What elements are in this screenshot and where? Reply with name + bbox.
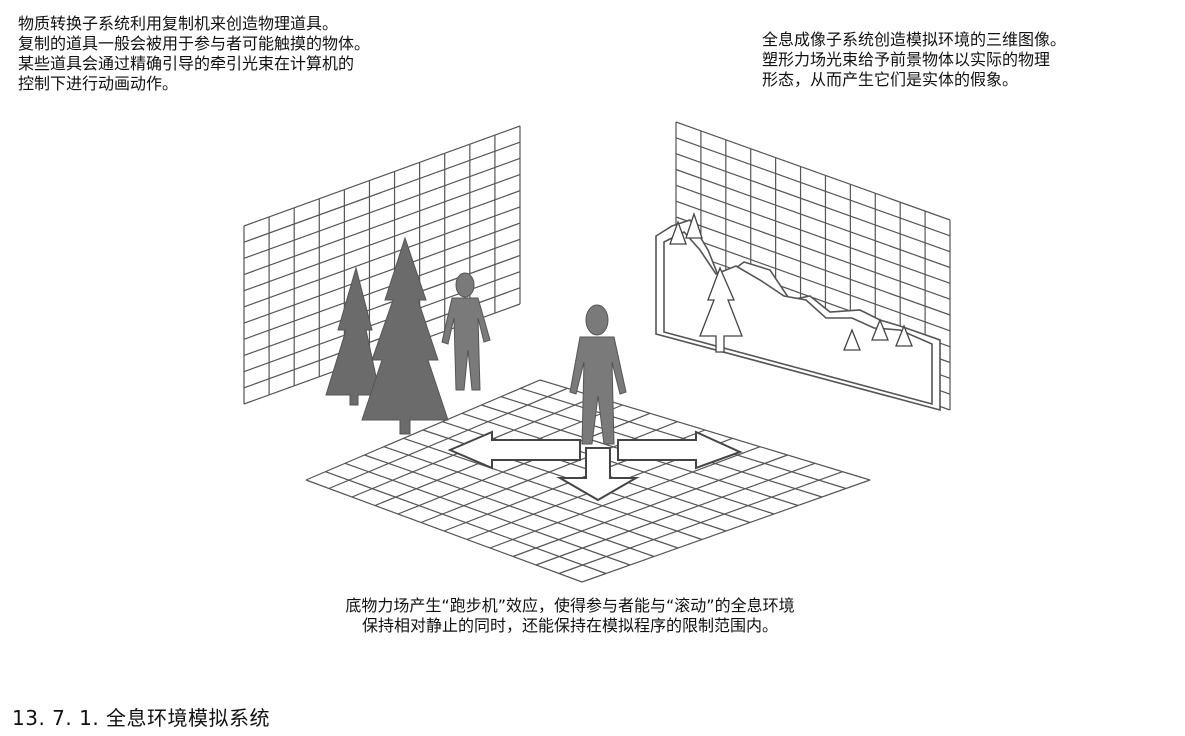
arrow-down bbox=[556, 447, 640, 502]
floor-grid-line-hline bbox=[403, 437, 703, 541]
holographic-scenery bbox=[655, 211, 941, 412]
figure-caption: 13. 7. 1. 全息环境模拟系统 bbox=[12, 706, 271, 730]
floor-grid-line-hline bbox=[325, 471, 607, 575]
floor-grid-line-hline bbox=[461, 412, 775, 515]
hologram-panel-mid bbox=[663, 231, 933, 406]
outline-tree-small-1 bbox=[669, 220, 687, 245]
arrow-left bbox=[447, 430, 581, 470]
background-person-silhouette bbox=[441, 272, 491, 391]
outline-tree-small-2 bbox=[685, 211, 703, 239]
participant-silhouette bbox=[569, 304, 627, 445]
left-wall-grid-line-hline bbox=[243, 190, 521, 292]
right-wall-grid-line-hline bbox=[675, 216, 951, 316]
replicator-annotation: 物质转换子系统利用复制机来创造物理道具。 复制的道具一般会被用于参与者可能触摸的… bbox=[18, 14, 371, 93]
right-wall-grid-line-hline bbox=[675, 200, 951, 300]
left-wall-grid-line-hline bbox=[243, 125, 521, 227]
replicated-props bbox=[325, 236, 491, 435]
right-wall-grid-line-hline bbox=[675, 137, 951, 237]
left-wall-grid-line-hline bbox=[243, 222, 521, 324]
floor-grid-line-hline bbox=[364, 454, 655, 558]
arrow-right bbox=[617, 430, 743, 470]
floor-grid-line-hline bbox=[305, 479, 583, 583]
right-wall-grid-line-hline bbox=[675, 153, 951, 253]
outline-tree-small-3 bbox=[871, 318, 889, 341]
right-wall-grid-line-hline bbox=[675, 184, 951, 284]
floor-grid-line-hline bbox=[383, 446, 679, 549]
left-wall-grid-line-hline bbox=[243, 254, 521, 357]
floor-grid-line-hline bbox=[344, 462, 631, 566]
floor-grid-line-hline bbox=[520, 387, 847, 490]
left-wall-grid-line-hline bbox=[243, 141, 521, 243]
outline-tree-small-5 bbox=[843, 328, 861, 351]
outline-tree-small-4 bbox=[895, 324, 913, 347]
holographic-annotation: 全息成像子系统创造模拟环境的三维图像。 塑形力场光束给予前景物体以实际的物理 形… bbox=[762, 30, 1067, 89]
right-wall-grid-line-hline bbox=[675, 232, 951, 332]
replicated-tree-large bbox=[361, 236, 449, 435]
left-wall-grid-line-hline bbox=[243, 157, 521, 259]
left-wall-grid-line-hline bbox=[243, 173, 521, 276]
hologram-trees bbox=[669, 211, 913, 353]
left-wall-grid-line-hline bbox=[243, 238, 521, 340]
right-wall-grid-line-hline bbox=[675, 168, 951, 269]
right-wall-grid-line-hline bbox=[675, 121, 951, 221]
outline-tree-foreground bbox=[699, 266, 743, 353]
left-wall-grid-line-hline bbox=[243, 206, 521, 308]
treadmill-annotation: 底物力场产生“跑步机”效应，使得参与者能与“滚动”的全息环境 保持相对静止的同时… bbox=[345, 596, 795, 635]
treadmill-arrows bbox=[447, 430, 743, 502]
replicated-tree-small bbox=[325, 266, 381, 406]
